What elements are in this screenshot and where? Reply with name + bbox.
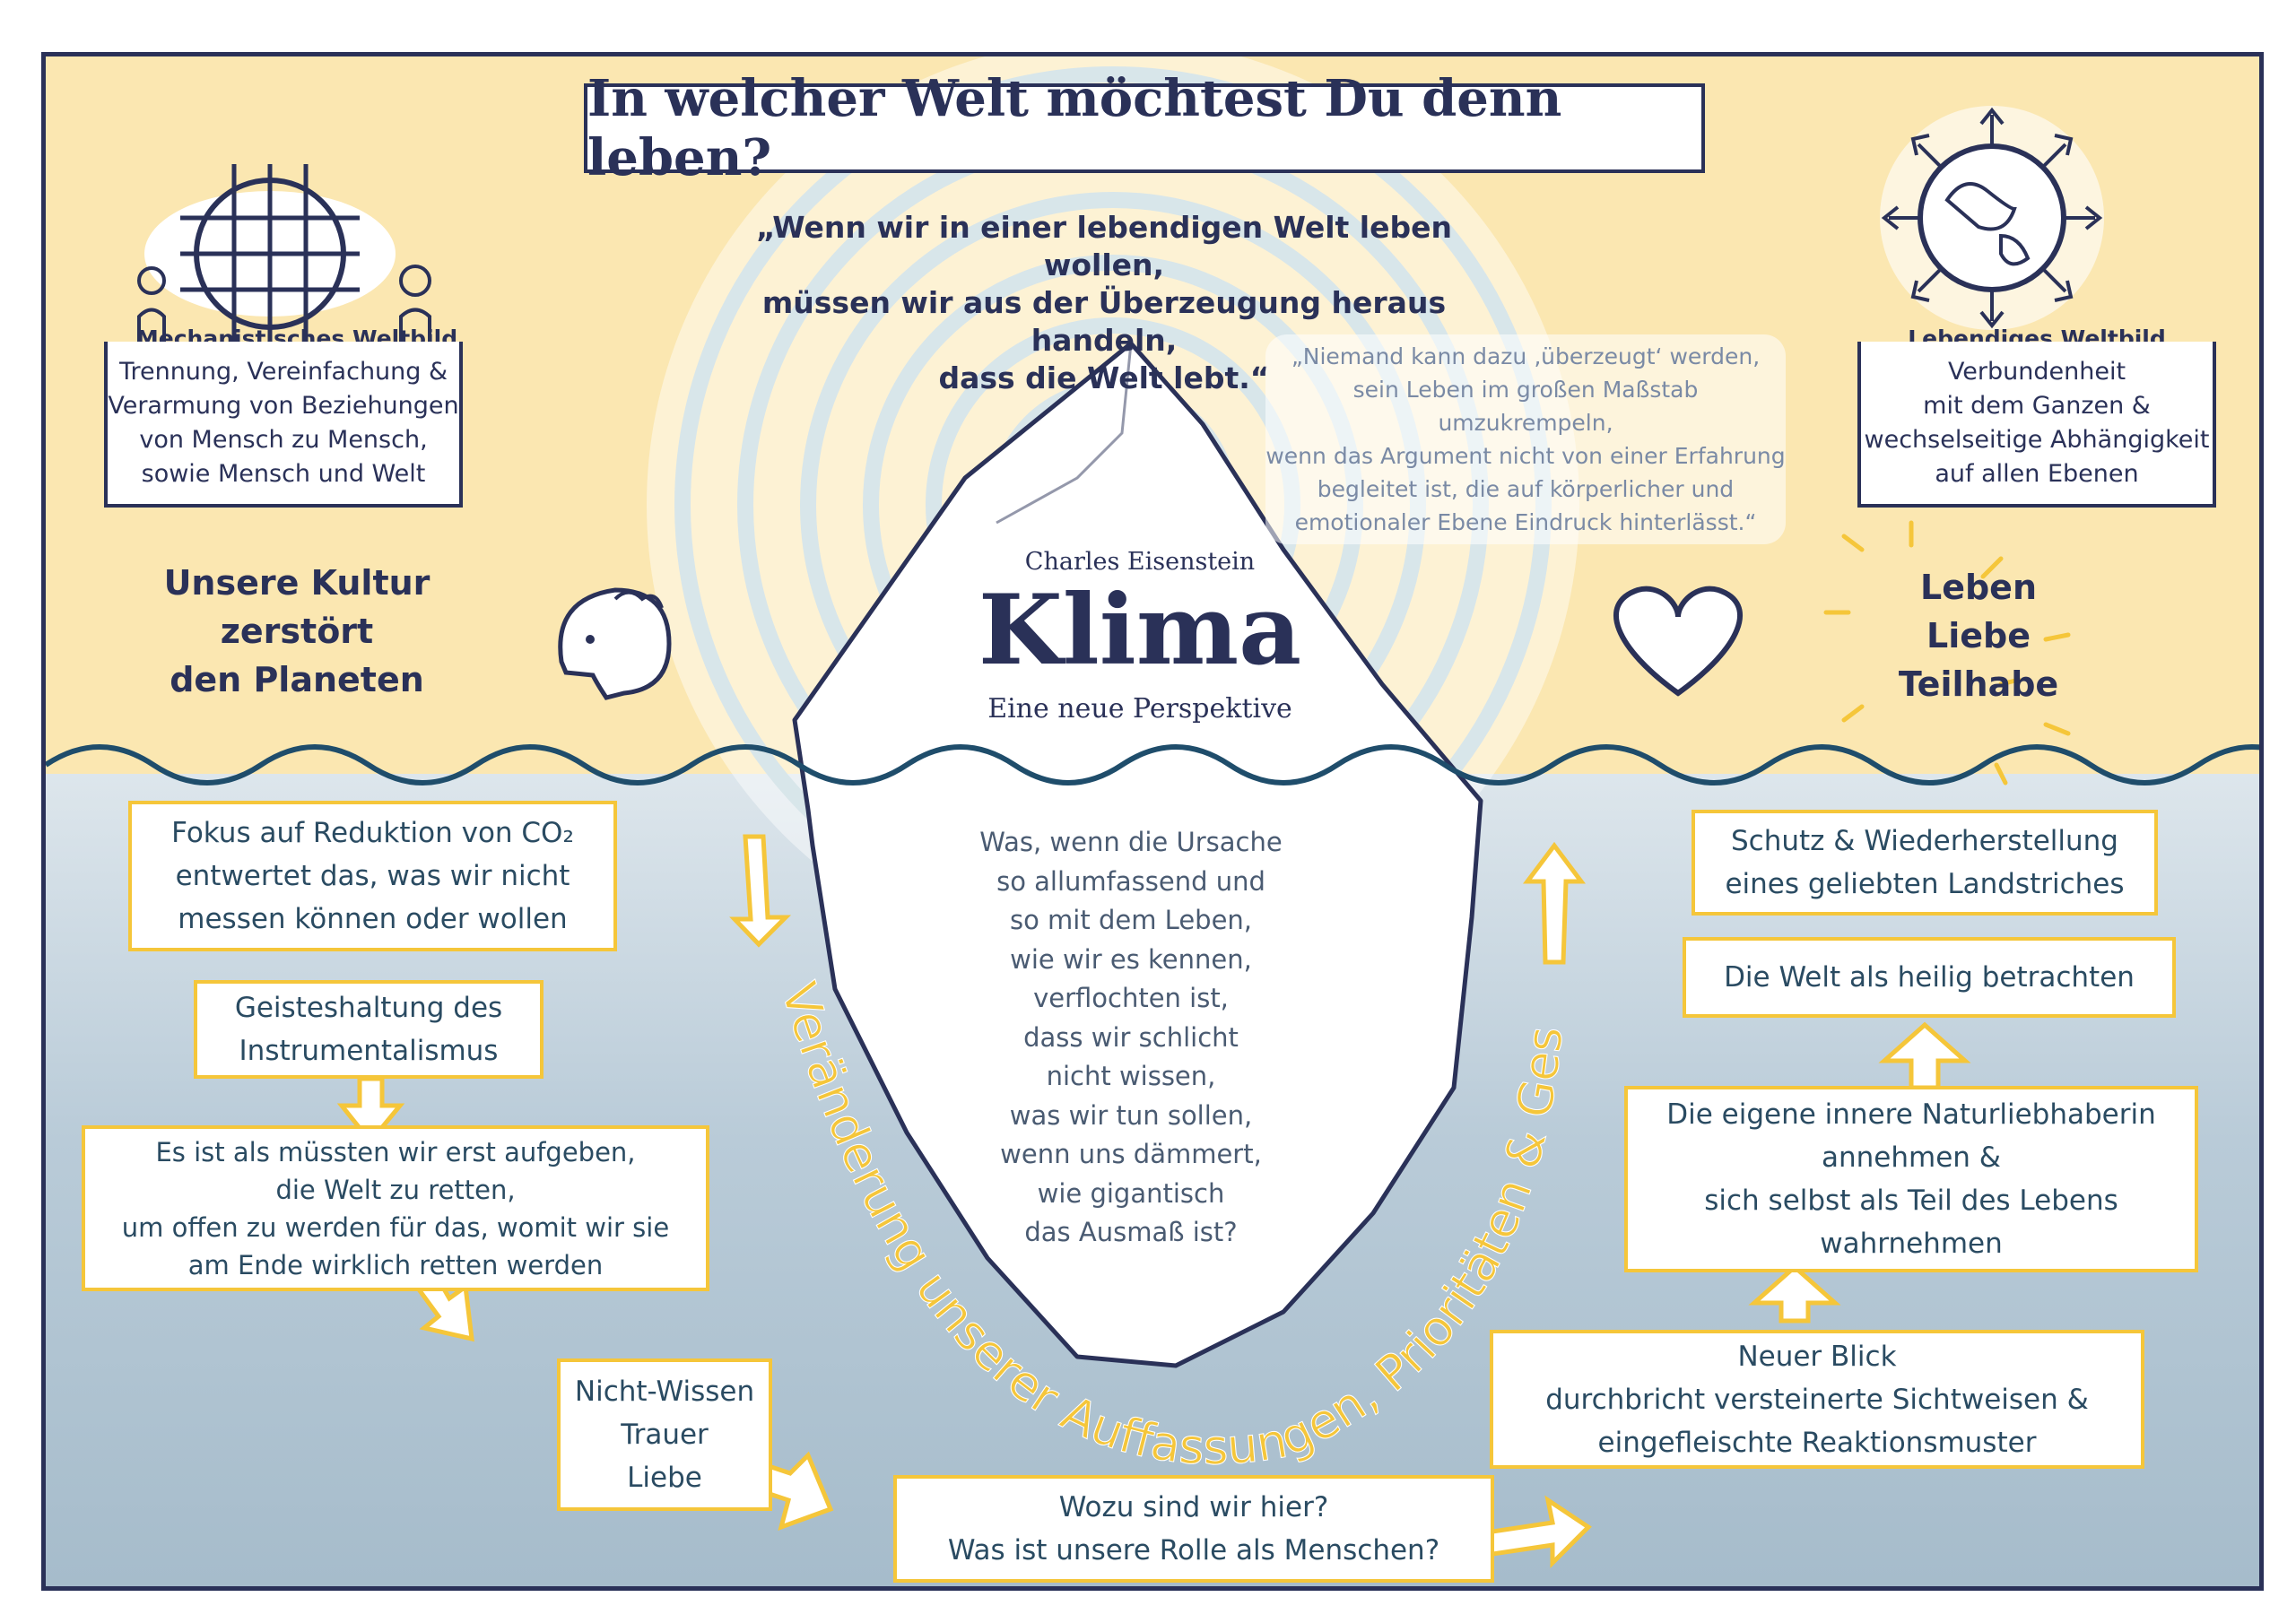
box-wozu: Wozu sind wir hier? Was ist unsere Rolle… — [893, 1475, 1494, 1583]
box-line: sich selbst als Teil des Lebens — [1704, 1185, 2118, 1217]
quote-line: dass die Welt lebt.“ — [938, 360, 1270, 395]
iceberg-text: Was, wenn die Ursache so allumfassend un… — [952, 823, 1310, 1253]
iceberg-line: dass wir schlicht — [1023, 1021, 1239, 1053]
right-worldview-box: Verbundenheit mit dem Ganzen & wechselse… — [1857, 342, 2216, 508]
poster-frame: Veränderung unserer Auffassungen, Priori… — [41, 52, 2264, 1591]
worldview-line: wechselseitige Abhängigkeit — [1864, 425, 2210, 454]
slogan-line: Leben — [1919, 568, 2037, 607]
globe-grid-icon — [144, 164, 396, 343]
box-line: entwertet das, was wir nicht — [175, 860, 570, 892]
iceberg-line: verflochten ist, — [1033, 983, 1229, 1013]
box-line: Die Welt als heilig betrachten — [1724, 961, 2135, 994]
worldview-line: Verarmung von Beziehungen — [108, 391, 459, 420]
worldview-line: Trennung, Vereinfachung & — [118, 357, 448, 386]
heart-icon — [1613, 586, 1744, 697]
box-line: annehmen & — [1822, 1141, 2001, 1174]
box-naturliebhaberin: Die eigene innere Naturliebhaberin anneh… — [1624, 1086, 2198, 1272]
box-line: messen können oder wollen — [178, 903, 568, 935]
box-line: Geisteshaltung des — [234, 992, 503, 1024]
quote-line: emotionaler Ebene Eindruck hinterlässt.“ — [1294, 509, 1757, 535]
box-line: Liebe — [627, 1462, 702, 1494]
person-icon — [137, 266, 166, 343]
quote-line: „Wenn wir in einer lebendigen Welt leben… — [756, 210, 1452, 282]
box-line: am Ende wirklich retten werden — [187, 1249, 604, 1280]
quote-line: müssen wir aus der Überzeugung heraus ha… — [761, 285, 1447, 358]
iceberg-line: das Ausmaß ist? — [1024, 1217, 1238, 1247]
person-icon — [399, 265, 431, 343]
box-fokus: Fokus auf Reduktion von CO₂ entwertet da… — [128, 801, 617, 951]
box-line: Fokus auf Reduktion von CO₂ — [171, 817, 574, 849]
left-worldview-box: Trennung, Vereinfachung & Verarmung von … — [104, 342, 463, 508]
box-line: Nicht-Wissen — [574, 1376, 755, 1408]
iceberg-line: wie wir es kennen, — [1010, 943, 1252, 975]
quote-line: „Niemand kann dazu ‚überzeugt‘ werden, — [1291, 343, 1761, 369]
box-line: Was ist unsere Rolle als Menschen? — [947, 1534, 1440, 1567]
box-line: wahrnehmen — [1820, 1228, 2003, 1260]
iceberg-line: Was, wenn die Ursache — [979, 827, 1283, 857]
title-box: In welcher Welt möchtest Du denn leben? — [584, 69, 1705, 187]
box-line: Es ist als müssten wir erst aufgeben, — [155, 1136, 636, 1167]
slogan-line: Unsere Kultur — [163, 563, 430, 603]
box-line: durchbricht versteinerte Sichtweisen & — [1545, 1383, 2089, 1416]
wave-line — [46, 744, 2259, 785]
book-title: Klima — [978, 574, 1302, 687]
box-line: Instrumentalismus — [239, 1035, 499, 1067]
worldview-line: sowie Mensch und Welt — [141, 459, 426, 488]
book-subtitle: Eine neue Perspektive — [987, 693, 1292, 725]
page-title: In welcher Welt möchtest Du denn leben? — [587, 69, 1562, 187]
iceberg-line: was wir tun sollen, — [1009, 1099, 1253, 1131]
quote-line: wenn das Argument nicht von einer Erfahr… — [1265, 443, 1786, 469]
box-line: Wozu sind wir hier? — [1058, 1491, 1329, 1523]
box-nichtwissen: Nicht-Wissen Trauer Liebe — [557, 1358, 772, 1511]
quote-line: sein Leben im großen Maßstab umzukrempel… — [1352, 377, 1699, 436]
worldview-line: von Mensch zu Mensch, — [139, 425, 428, 454]
arrow-icon — [336, 834, 1971, 1569]
iceberg-icon — [792, 341, 1483, 1368]
box-aufgeben: Es ist als müssten wir erst aufgeben, di… — [82, 1125, 709, 1291]
box-line: eingefleischte Reaktionsmuster — [1597, 1426, 2037, 1459]
sun-rays-icon — [1823, 520, 2071, 785]
iceberg-line: so allumfassend und — [996, 865, 1265, 897]
quote-main: „Wenn wir in einer lebendigen Welt leben… — [754, 209, 1454, 397]
iceberg-line: nicht wissen, — [1046, 1061, 1216, 1091]
box-heilig: Die Welt als heilig betrachten — [1683, 937, 2176, 1018]
quote-secondary: „Niemand kann dazu ‚überzeugt‘ werden, s… — [1265, 334, 1786, 544]
iceberg-line: wenn uns dämmert, — [1000, 1139, 1262, 1169]
box-line: Trauer — [621, 1419, 709, 1451]
right-slogan: Leben Liebe Teilhabe — [1871, 563, 2086, 708]
left-slogan: Unsere Kultur zerstört den Planeten — [153, 559, 440, 704]
face-icon — [558, 587, 672, 700]
box-line: Neuer Blick — [1737, 1340, 1897, 1373]
iceberg-line: wie gigantisch — [1037, 1177, 1225, 1209]
earth-trees-icon — [1880, 106, 2104, 330]
box-line: Schutz & Wiederherstellung — [1731, 825, 2118, 857]
slogan-line: zerstört — [220, 612, 374, 651]
worldview-line: Verbundenheit — [1947, 357, 2126, 386]
box-line: die Welt zu retten, — [275, 1174, 516, 1205]
box-line: eines geliebten Landstriches — [1725, 868, 2125, 900]
box-neuer-blick: Neuer Blick durchbricht versteinerte Sic… — [1490, 1330, 2144, 1469]
quote-line: begleitet ist, die auf körperlicher und — [1317, 476, 1735, 502]
slogan-line: den Planeten — [170, 660, 424, 699]
box-line: Die eigene innere Naturliebhaberin — [1666, 1098, 2156, 1131]
box-line: um offen zu werden für das, womit wir si… — [121, 1211, 670, 1243]
worldview-line: auf allen Ebenen — [1935, 459, 2139, 488]
slogan-line: Teilhabe — [1898, 664, 2059, 704]
iceberg-line: so mit dem Leben, — [1009, 905, 1253, 935]
book-author: Charles Eisenstein — [1024, 548, 1256, 576]
box-schutz: Schutz & Wiederherstellung eines geliebt… — [1692, 810, 2158, 916]
box-geisteshaltung: Geisteshaltung des Instrumentalismus — [194, 980, 544, 1079]
worldview-line: mit dem Ganzen & — [1923, 391, 2151, 420]
slogan-line: Liebe — [1926, 616, 2031, 655]
